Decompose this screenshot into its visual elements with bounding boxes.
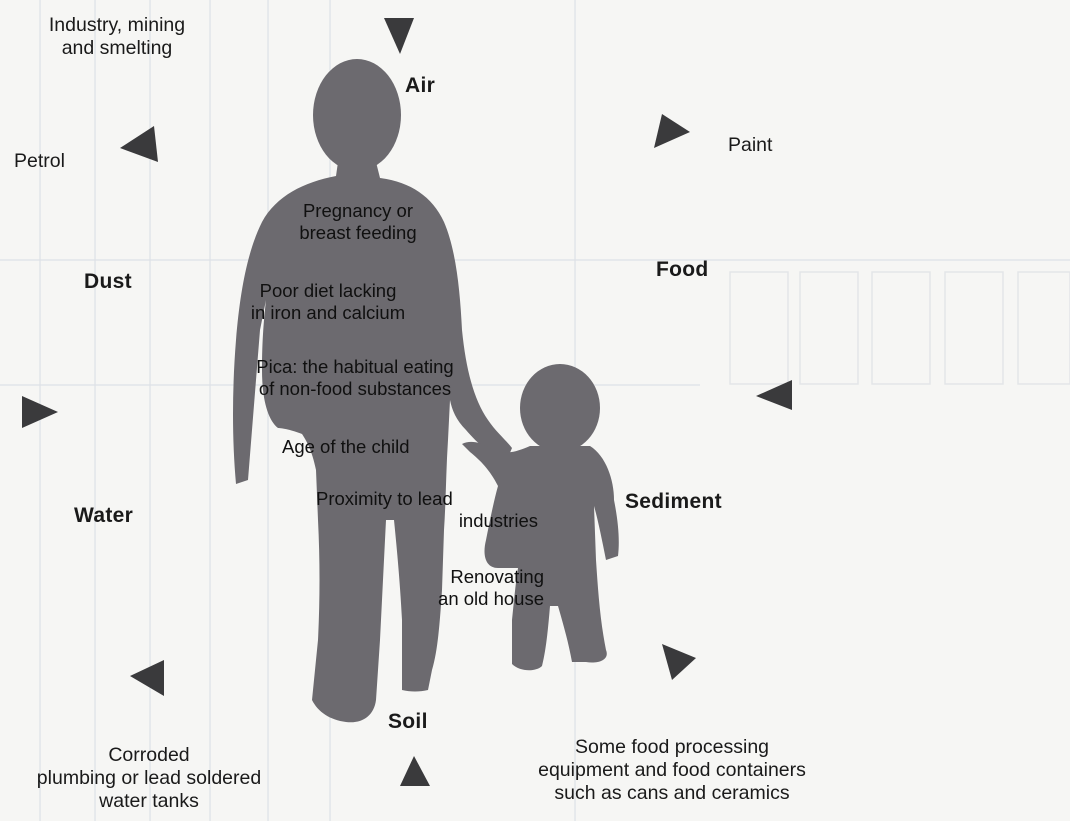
industry-line-1: Industry, mining xyxy=(22,14,212,37)
food-equipment-label: Some food processing equipment and food … xyxy=(500,736,844,805)
risk-pregnancy-line-1: Pregnancy or xyxy=(278,200,438,222)
risk-proximity-line-1: Proximity to lead xyxy=(312,488,546,510)
sediment-label: Sediment xyxy=(625,490,722,514)
risk-age: Age of the child xyxy=(282,436,410,458)
risk-renovating: Renovating an old house xyxy=(408,566,544,610)
food-label: Food xyxy=(656,258,709,282)
risk-proximity-line-2: industries xyxy=(312,510,546,532)
arrow-triangle-icon xyxy=(756,380,792,410)
food-equipment-line-2: equipment and food containers xyxy=(500,759,844,782)
soil-label: Soil xyxy=(388,710,428,734)
industry-label: Industry, mining and smelting xyxy=(22,14,212,60)
risk-diet: Poor diet lacking in iron and calcium xyxy=(236,280,420,324)
arrow-triangle-icon xyxy=(662,644,696,680)
risk-renovating-line-1: Renovating xyxy=(408,566,544,588)
arrow-triangle-icon xyxy=(384,18,414,54)
arrow-triangle-icon xyxy=(130,660,164,696)
food-equipment-line-3: such as cans and ceramics xyxy=(500,782,844,805)
risk-pica: Pica: the habitual eating of non-food su… xyxy=(230,356,480,400)
plumbing-label: Corroded plumbing or lead soldered water… xyxy=(6,744,292,813)
risk-renovating-line-2: an old house xyxy=(408,588,544,610)
risk-pica-line-1: Pica: the habitual eating xyxy=(230,356,480,378)
risk-diet-line-2: in iron and calcium xyxy=(236,302,420,324)
arrow-triangle-icon xyxy=(400,756,430,786)
industry-line-2: and smelting xyxy=(22,37,212,60)
risk-diet-line-1: Poor diet lacking xyxy=(236,280,420,302)
dust-label: Dust xyxy=(84,270,132,294)
plumbing-line-2: plumbing or lead soldered xyxy=(6,767,292,790)
risk-proximity: Proximity to lead industries xyxy=(312,488,546,532)
paint-label: Paint xyxy=(728,134,772,157)
plumbing-line-3: water tanks xyxy=(6,790,292,813)
food-equipment-line-1: Some food processing xyxy=(500,736,844,759)
water-label: Water xyxy=(74,504,133,528)
arrow-triangle-icon xyxy=(120,126,158,162)
arrow-triangle-icon xyxy=(654,114,690,148)
air-label: Air xyxy=(405,74,435,98)
plumbing-line-1: Corroded xyxy=(6,744,292,767)
risk-pregnancy: Pregnancy or breast feeding xyxy=(278,200,438,244)
petrol-label: Petrol xyxy=(14,150,65,173)
risk-pica-line-2: of non-food substances xyxy=(230,378,480,400)
risk-pregnancy-line-2: breast feeding xyxy=(278,222,438,244)
arrow-triangle-icon xyxy=(22,396,58,428)
